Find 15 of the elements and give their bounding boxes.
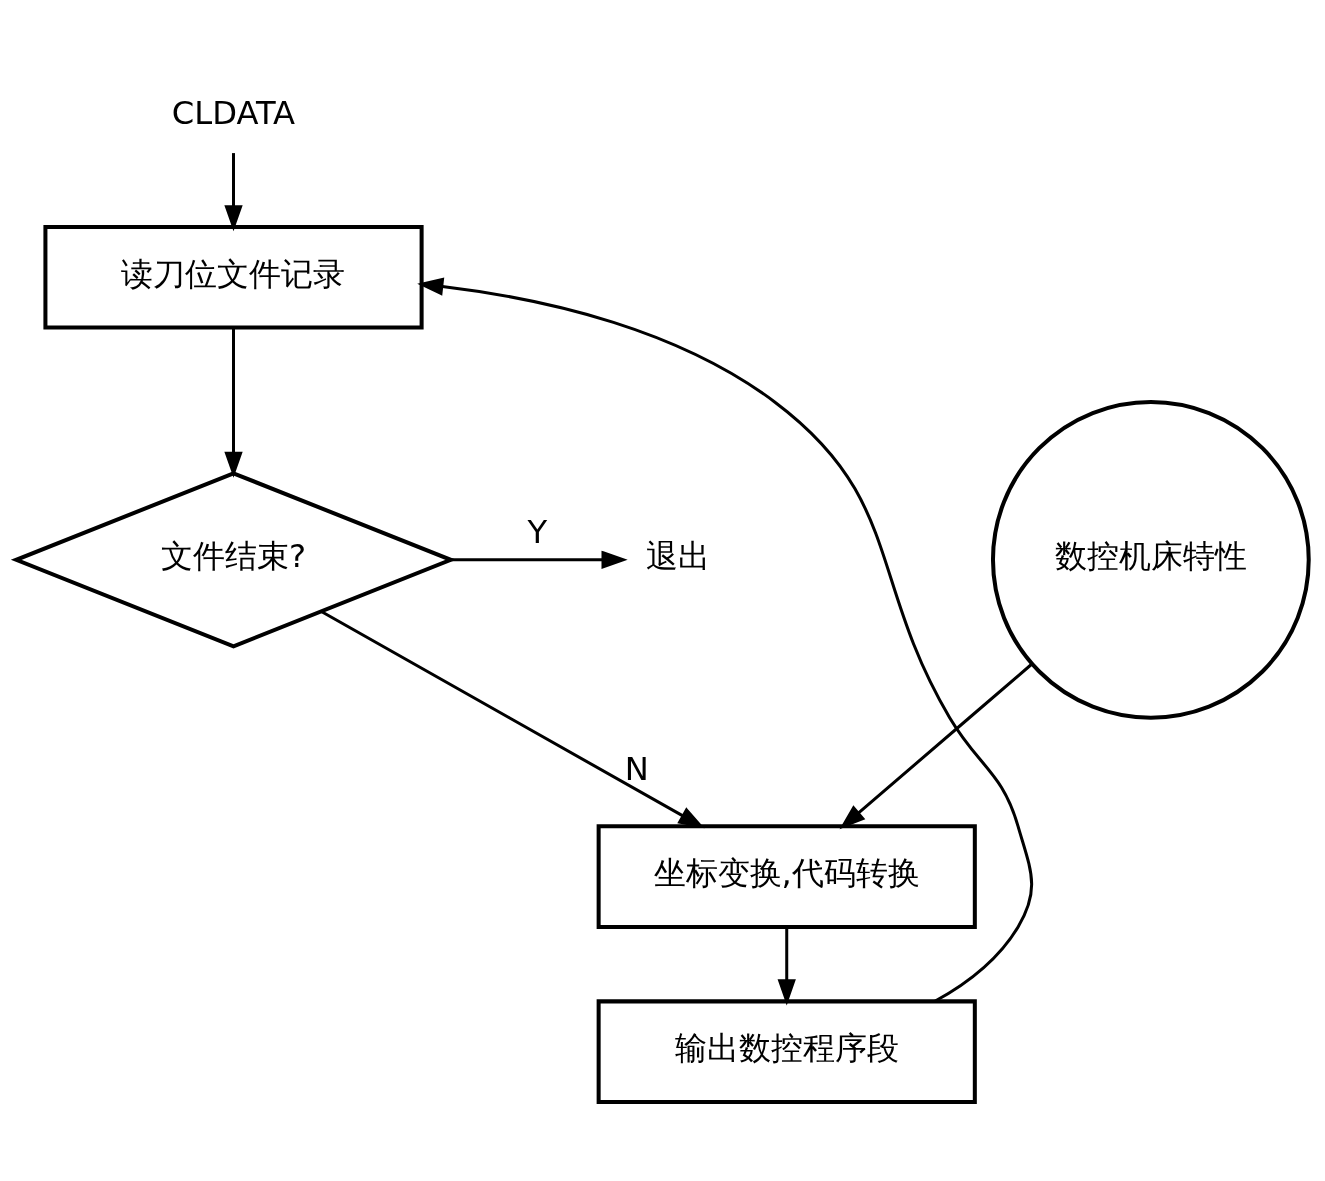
node-box: 读刀位文件记录	[43, 224, 424, 329]
arrow	[224, 152, 243, 231]
arrow	[839, 662, 1033, 829]
edge-label: N	[624, 749, 649, 788]
node-circle: 数控机床特性	[990, 399, 1311, 720]
arrow	[451, 550, 628, 569]
node-box: 坐标变换,代码转换	[596, 823, 977, 929]
arrow	[224, 327, 243, 478]
arrow	[417, 276, 1034, 1003]
arrow	[321, 609, 705, 828]
node-text: 退出	[646, 536, 711, 575]
edge-label: Y	[527, 512, 548, 551]
node-text: CLDATA	[171, 93, 296, 132]
arrow	[777, 926, 796, 1006]
node-box: 输出数控程序段	[596, 998, 977, 1104]
